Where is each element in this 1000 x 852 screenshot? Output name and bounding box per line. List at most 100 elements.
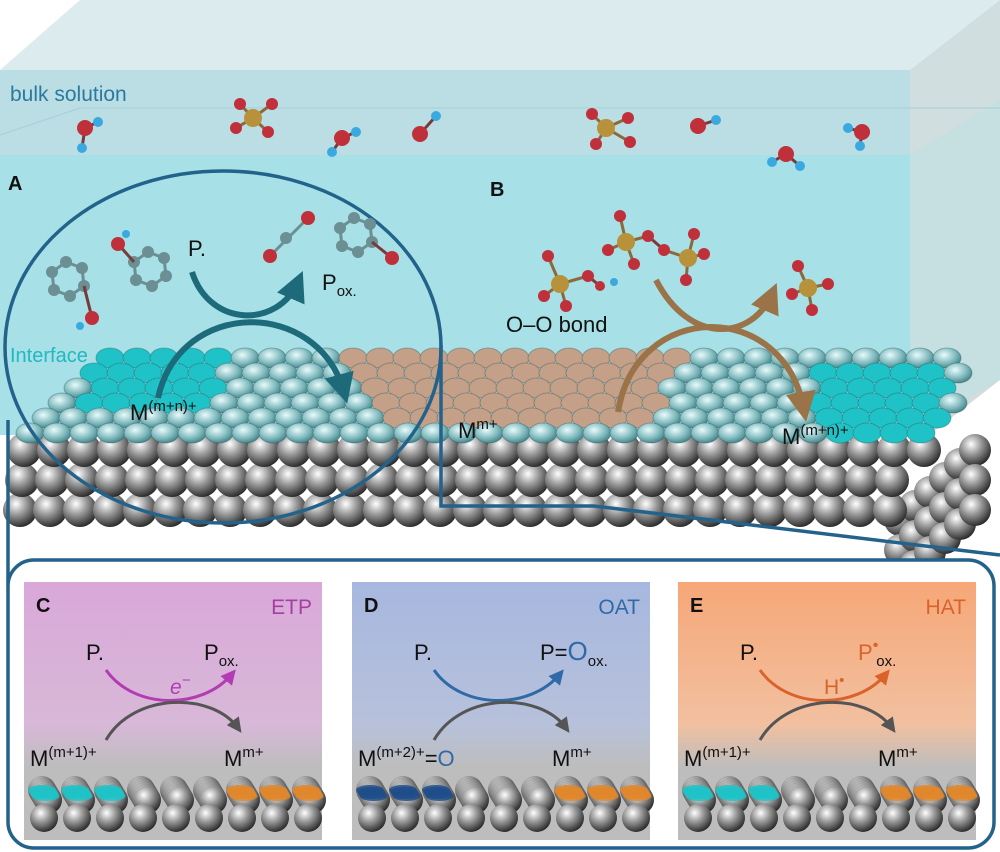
water-molecule xyxy=(327,127,361,157)
b-arrow-metal xyxy=(615,324,816,422)
a-arrow-species xyxy=(189,271,305,319)
mechanism-tag: ETP xyxy=(271,596,312,619)
lattice-atom xyxy=(513,493,547,527)
lattice-atom xyxy=(183,493,217,527)
lattice-atom xyxy=(635,463,669,497)
lattice-atom xyxy=(395,463,429,497)
bulk-molecules xyxy=(77,98,870,171)
atom-stack xyxy=(28,776,62,832)
lattice-atom xyxy=(363,493,397,527)
a-reactant-label: P. xyxy=(188,236,206,261)
lattice-atom xyxy=(663,493,697,527)
lattice-atom xyxy=(873,493,907,527)
metal-oxidized-label: M(m+1)+ xyxy=(684,744,751,771)
lattice-atom xyxy=(543,493,577,527)
atom-stack xyxy=(682,776,716,832)
b-bond-label: O–O bond xyxy=(506,312,608,337)
lattice-atom xyxy=(483,493,517,527)
lattice-atom xyxy=(607,433,641,467)
product-label: P•ox. xyxy=(858,637,896,670)
zoom-callout-line xyxy=(439,345,1000,557)
species-arrow xyxy=(432,669,564,702)
lattice-atom xyxy=(843,493,877,527)
metal-arrow xyxy=(758,700,896,741)
atom-stack xyxy=(521,776,555,832)
atom-stack xyxy=(587,776,621,832)
sulfate-molecule xyxy=(586,108,636,150)
metal-arrow xyxy=(432,700,570,741)
water-molecule xyxy=(843,123,870,151)
a-metal-label: M(m+n)+ xyxy=(130,398,197,425)
lattice-atom xyxy=(215,463,249,497)
lattice-atom xyxy=(335,463,369,497)
atom-stack xyxy=(554,776,588,832)
lattice-atom xyxy=(605,463,639,497)
interface-label: Interface xyxy=(10,345,88,367)
lattice-atom xyxy=(63,493,97,527)
water-molecule xyxy=(690,115,721,134)
product-label: Pox. xyxy=(204,640,239,670)
lattice-atom xyxy=(455,463,489,497)
atom-stack xyxy=(748,776,782,832)
atom-stack xyxy=(127,776,161,832)
bulk-solution-label: bulk solution xyxy=(10,83,127,106)
atom-stack xyxy=(94,776,128,832)
lattice-atom xyxy=(453,493,487,527)
a-product-label: Pox. xyxy=(322,270,357,300)
atom-stack xyxy=(880,776,914,832)
atom-stack xyxy=(814,776,848,832)
lattice-atom xyxy=(275,463,309,497)
atom-stack xyxy=(488,776,522,832)
a-arrow-metal xyxy=(155,319,354,404)
metal-reduced-label: Mm+ xyxy=(878,744,918,771)
sulfate-molecule xyxy=(230,98,278,138)
peroxodisulfate-molecule xyxy=(538,250,618,312)
atom-stack xyxy=(913,776,947,832)
metal-oxidized-label: M(m+2)+=O xyxy=(358,744,455,771)
carrier-label: e− xyxy=(170,672,191,699)
reactant-label: P. xyxy=(740,640,758,665)
lattice-atom xyxy=(365,463,399,497)
lattice-atom xyxy=(845,463,879,497)
panel-b-letter: B xyxy=(490,179,504,201)
lattice-atom xyxy=(337,433,371,467)
atom-stack xyxy=(620,776,654,832)
lattice-atom xyxy=(333,493,367,527)
atom-stack xyxy=(946,776,980,832)
lattice-atom xyxy=(875,463,909,497)
metal-reduced-label: Mm+ xyxy=(552,744,592,771)
lattice-atom xyxy=(633,493,667,527)
metal-oxidized-label: M(m+1)+ xyxy=(30,744,97,771)
lattice-atom xyxy=(959,494,991,526)
panel-letter: D xyxy=(364,595,378,617)
oxidized-phenol-molecule xyxy=(334,212,399,265)
atom-stack xyxy=(715,776,749,832)
co2-molecule xyxy=(263,211,315,263)
atom-stack xyxy=(389,776,423,832)
lattice-atom xyxy=(877,433,911,467)
surface-site xyxy=(906,422,936,444)
panel-a-letter: A xyxy=(8,173,22,195)
atom-stack xyxy=(61,776,95,832)
panel-letter: E xyxy=(690,595,703,617)
lattice-atom xyxy=(213,493,247,527)
lattice-atom xyxy=(753,493,787,527)
reactant-label: P. xyxy=(414,640,432,665)
surface-site xyxy=(943,362,973,384)
atom-stack xyxy=(422,776,456,832)
phenol-molecule xyxy=(111,230,172,292)
lattice-atom xyxy=(423,493,457,527)
lattice-atom xyxy=(485,463,519,497)
atom-stack xyxy=(455,776,489,832)
panel-letter: C xyxy=(36,595,50,617)
lattice-atom xyxy=(153,493,187,527)
lattice-atom xyxy=(573,493,607,527)
b-metal-high-label: M(m+n)+ xyxy=(782,422,849,449)
mechanism-tag: HAT xyxy=(926,596,967,619)
metal-reduced-label: Mm+ xyxy=(224,744,264,771)
lattice-atom xyxy=(245,463,279,497)
lattice-atom xyxy=(755,463,789,497)
atom-stack xyxy=(259,776,293,832)
species-arrow xyxy=(104,669,236,702)
